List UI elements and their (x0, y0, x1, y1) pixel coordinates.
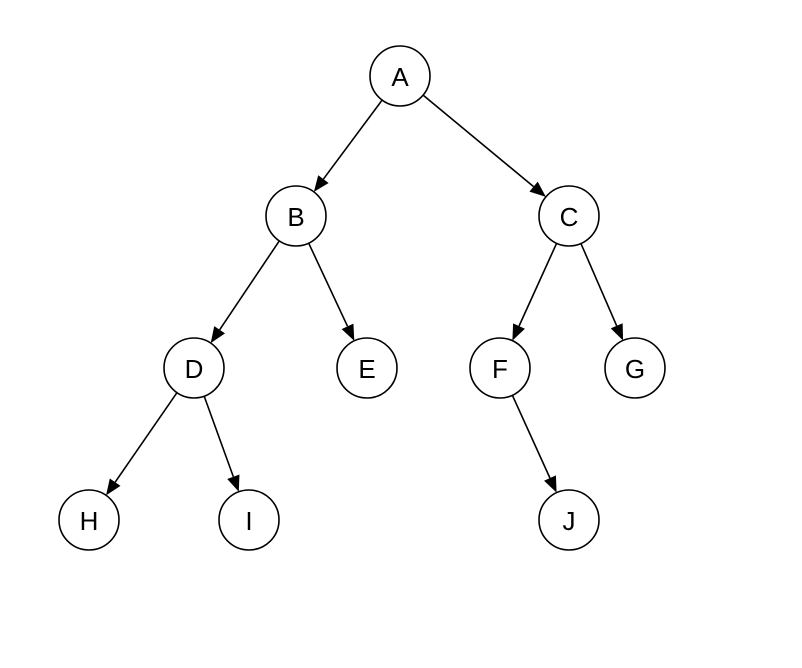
node-circle (604, 337, 666, 399)
node-circle (218, 489, 280, 551)
tree-node-e: E (336, 337, 398, 399)
tree-node-a: A (369, 45, 431, 107)
node-label: D (185, 354, 204, 384)
tree-node-b: B (265, 185, 327, 247)
edge-line (580, 243, 618, 327)
node-circle (265, 185, 327, 247)
node-circle (163, 337, 225, 399)
nodes-layer: A B C D E F G H I J (58, 45, 666, 551)
edge-line (322, 99, 383, 180)
edge-b-e (307, 242, 355, 341)
edge-f-j (511, 394, 557, 493)
arrowhead-icon (341, 323, 355, 341)
edge-line (114, 392, 178, 483)
node-label: H (80, 506, 99, 536)
arrowhead-icon (210, 326, 226, 344)
node-circle (538, 185, 600, 247)
edge-line (218, 240, 280, 331)
edge-line (203, 395, 235, 478)
node-label: G (625, 354, 645, 384)
node-label: A (391, 62, 409, 92)
edge-line (518, 242, 558, 327)
edge-d-h (106, 392, 178, 496)
node-circle (336, 337, 398, 399)
node-circle (538, 489, 600, 551)
node-circle (58, 489, 120, 551)
node-label: I (245, 506, 252, 536)
arrowhead-icon (512, 323, 525, 341)
tree-node-j: J (538, 489, 600, 551)
arrowhead-icon (313, 175, 329, 192)
edge-line (511, 394, 551, 479)
arrowhead-icon (610, 323, 624, 341)
edge-a-b (313, 99, 383, 192)
node-label: C (560, 202, 579, 232)
arrowhead-icon (106, 478, 121, 496)
node-label: E (358, 354, 375, 384)
tree-node-i: I (218, 489, 280, 551)
edges-layer (106, 94, 624, 496)
edge-b-d (210, 240, 280, 344)
node-circle (469, 337, 531, 399)
tree-node-d: D (163, 337, 225, 399)
edge-c-g (580, 243, 624, 341)
tree-node-c: C (538, 185, 600, 247)
arrowhead-icon (227, 474, 240, 492)
arrowhead-icon (529, 181, 546, 197)
node-label: B (287, 202, 304, 232)
tree-node-f: F (469, 337, 531, 399)
node-label: F (492, 354, 508, 384)
tree-node-h: H (58, 489, 120, 551)
edge-line (307, 242, 349, 327)
edge-line (422, 94, 535, 188)
arrowhead-icon (544, 475, 557, 493)
edge-d-i (203, 395, 240, 492)
node-circle (369, 45, 431, 107)
node-label: J (563, 506, 576, 536)
tree-node-g: G (604, 337, 666, 399)
edge-c-f (512, 242, 558, 341)
edge-a-c (422, 94, 546, 197)
